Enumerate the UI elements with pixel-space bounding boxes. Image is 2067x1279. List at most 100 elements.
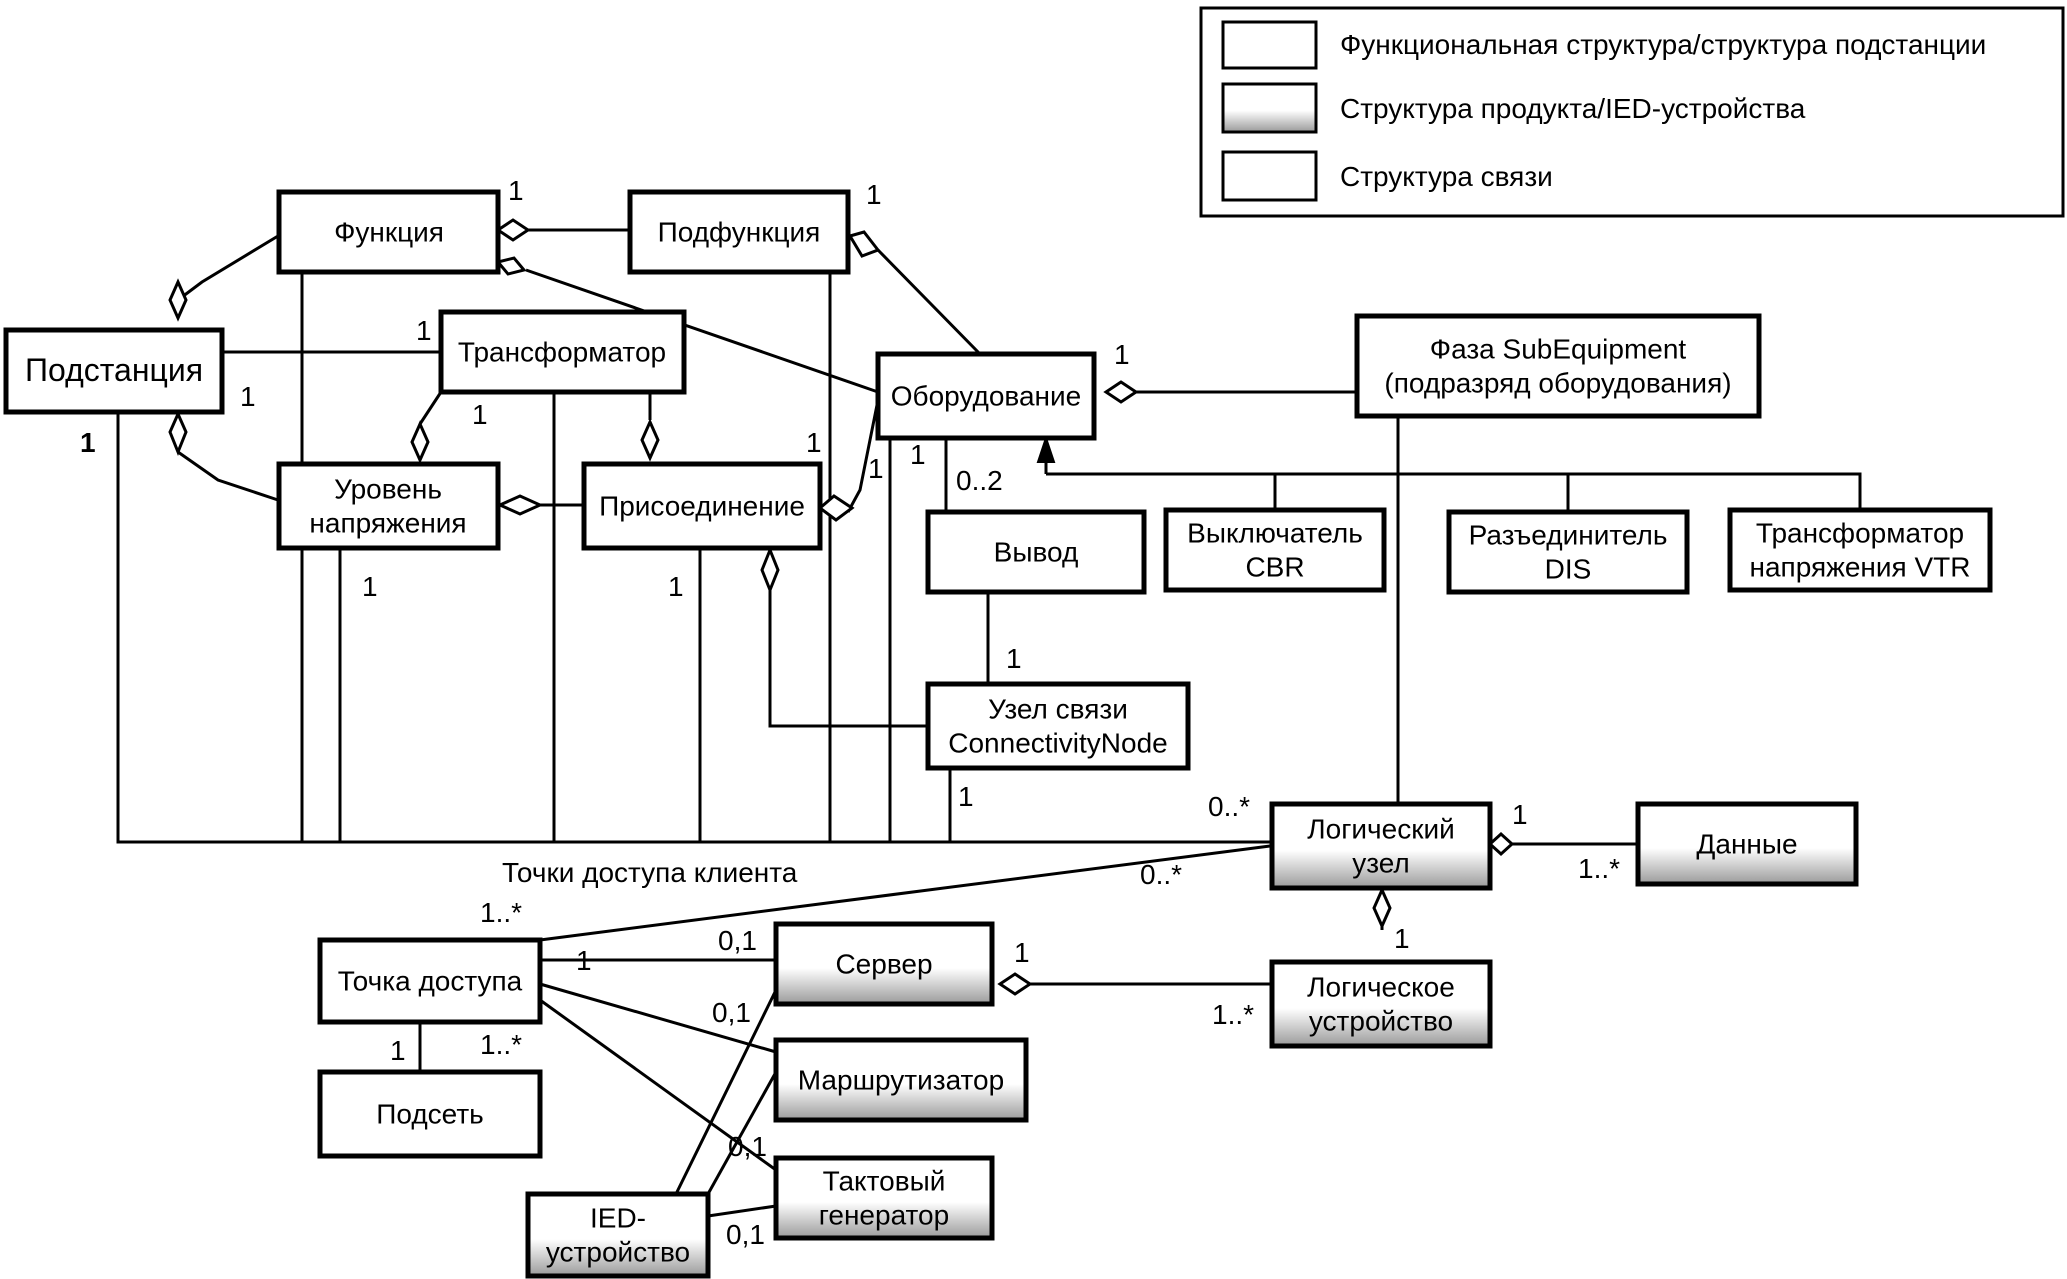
edge-function-equipment [525,268,879,394]
legend-label-communication: Структура связи [1340,161,1553,192]
diamond-equipment-subequipment [1103,380,1139,404]
mult-subfunction-equipment: 1 [866,179,882,210]
label-server-line-1: Сервер [835,949,932,980]
label-subfunction-line-1: Подфункция [658,217,821,248]
mult-ln-0-star-client: 0..* [1140,859,1182,890]
label-substation-line-1: Подстанция [25,352,203,388]
mult-server-ld: 1 [1014,937,1030,968]
label-ied-line-2: устройство [546,1237,690,1268]
label-data-line-1: Данные [1696,829,1797,860]
mult-ap-client: 1..* [480,897,522,928]
label-vtr-line-2: напряжения VTR [1750,552,1971,583]
mult-clock-0-1-bottom: 0,1 [726,1219,765,1250]
diamond-transformer-voltage [410,420,430,464]
box-dis [1446,509,1690,595]
diamond-function-equipment [495,256,527,276]
legend-swatch-communication [1221,150,1318,202]
label-cbr-line-2: CBR [1245,552,1304,583]
label-clock-line-1: Тактовый [823,1166,946,1197]
diamond-subfunction-equipment [847,230,881,258]
label-voltage-level-line-1: Уровень [334,474,442,505]
mult-transformer-substation: 1 [416,315,432,346]
multiplicities: 1 1 1 1 1 1 1 1 1 1 0..2 1 1 1 1 0..* 0.… [80,175,1620,1250]
legend-swatch-functional [1221,20,1318,70]
edge-ied-server [674,989,778,1195]
mult-equipment-bay: 1 [868,453,884,484]
box-logical-device [1269,959,1493,1049]
diamond-server-ld [997,972,1033,996]
label-logical-device-line-2: устройство [1309,1006,1453,1037]
box-equipment [875,351,1097,441]
box-transformer [438,309,687,395]
diamond-substation-voltage [168,410,188,457]
label-cbr-line-1: Выключатель [1187,518,1363,549]
label-ied-line-1: IED- [590,1203,646,1234]
legend: Функциональная структура/структура подст… [1199,6,2065,218]
box-voltage-level [276,461,501,551]
mult-data-1-star: 1..* [1578,853,1620,884]
mult-router-0-1: 0,1 [712,997,751,1028]
label-equipment-line-1: Оборудование [891,381,1081,412]
mult-function-subfunction: 1 [508,175,524,206]
mult-cn-ln: 1 [958,781,974,812]
label-sub-equipment-line-1: Фаза SubEquipment [1430,334,1687,365]
box-data [1635,801,1859,887]
label-connectivity-node-line-2: ConnectivityNode [948,728,1167,759]
mult-ld-1-star: 1..* [1212,999,1254,1030]
label-logical-device-line-1: Логическое [1307,972,1455,1003]
mult-ln-ld: 1 [1394,923,1410,954]
mult-equipment-subequipment: 1 [1114,339,1130,370]
connectors [116,228,1862,1218]
mult-terminal-0-2: 0..2 [956,465,1003,496]
edge-label-client-access-points: Точки доступа клиента [502,857,798,888]
box-clock [773,1155,995,1241]
box-server [773,921,995,1007]
label-logical-node-line-1: Логический [1307,814,1455,845]
mult-ln-0-star-top: 0..* [1208,791,1250,822]
mult-equipment-terminal: 1 [910,439,926,470]
box-terminal [925,509,1147,595]
edge-subfunction-equipment [876,248,982,356]
box-function [276,189,501,275]
edge-function-substation [177,234,279,302]
box-connectivity-node [925,681,1191,771]
mult-transformer-voltage: 1 [472,399,488,430]
mult-substation-transformer: 1 [240,381,256,412]
box-subnetwork [317,1069,543,1159]
label-access-point-line-1: Точка доступа [338,966,523,997]
diamond-substation-function [168,278,188,322]
label-transformer-line-1: Трансформатор [458,337,666,368]
mult-substation-ln: 1 [80,427,96,458]
diamond-voltage-bay [496,494,544,516]
generalization-arrow [1036,434,1056,463]
label-logical-node-line-2: узел [1352,848,1410,879]
box-cbr [1163,507,1387,593]
label-router-line-1: Маршрутизатор [798,1065,1004,1096]
mult-ap-subnet-star: 1..* [480,1029,522,1060]
label-sub-equipment-line-2: (подразряд оборудования) [1384,368,1731,399]
edge-ap-ln-client [539,844,1271,942]
box-vtr [1727,507,1993,593]
legend-swatch-product [1221,82,1318,134]
diamond-ln-ld [1372,886,1392,930]
box-ied [525,1191,711,1279]
legend-label-functional: Функциональная структура/структура подст… [1340,29,1986,60]
mult-ap-subnet: 1 [390,1035,406,1066]
diamond-bay-connectivity [760,545,780,595]
edge-bay-connectivity [768,590,926,728]
node-boxes [3,189,1993,1279]
diamond-bay-equipment [817,494,855,522]
diamond-transformer-bay [640,418,660,462]
label-terminal-line-1: Вывод [994,537,1079,568]
label-dis-line-1: Разъединитель [1469,520,1668,551]
edge-substation-voltage [177,450,279,502]
diamond-ln-data [1487,831,1515,857]
legend-frame [1199,6,2065,218]
box-access-point [317,937,543,1025]
mult-server-0-1: 0,1 [718,925,757,956]
mult-ap-server: 1 [576,945,592,976]
box-sub-equipment [1354,313,1762,419]
